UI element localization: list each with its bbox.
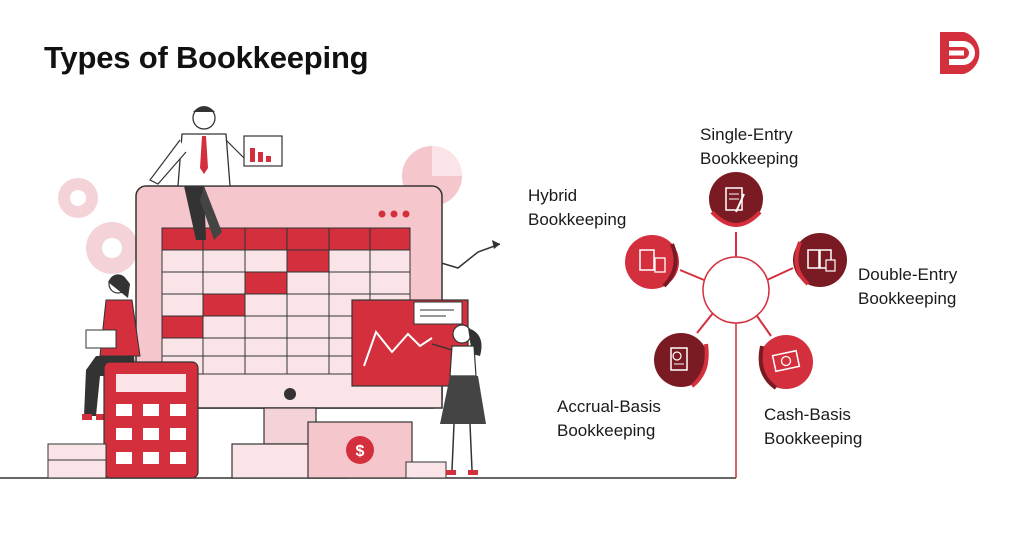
cash-bill-icon <box>758 335 813 390</box>
presenting-woman <box>431 324 486 475</box>
money-bill-icon <box>307 421 413 479</box>
book-calculator-icon <box>625 235 679 289</box>
gear-icon <box>58 178 138 274</box>
page-title: Types of Bookkeeping <box>44 40 369 75</box>
calculator-icon <box>103 361 199 479</box>
line-chart-board <box>351 299 469 387</box>
receipt-dollar-icon <box>654 333 709 388</box>
dollar-sign: $ <box>356 443 365 460</box>
double-ledger-icon <box>793 233 847 287</box>
ledger-pen-icon <box>709 172 763 227</box>
brand-logo <box>940 32 980 74</box>
man-figure <box>149 106 283 240</box>
